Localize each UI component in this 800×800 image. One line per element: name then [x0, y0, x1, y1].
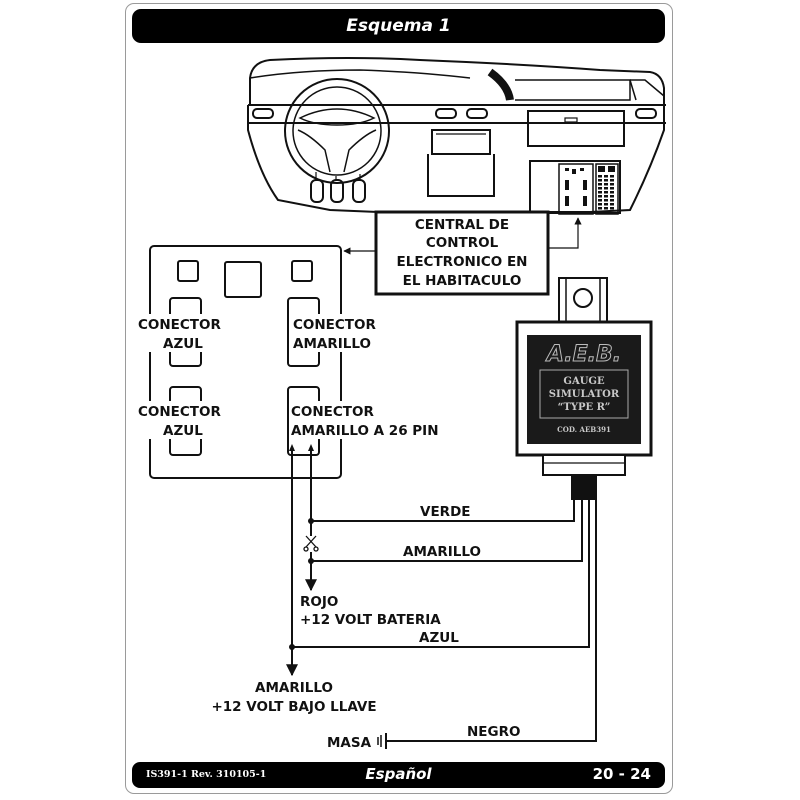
- central-pointer: [548, 217, 582, 249]
- dashboard-illustration: [247, 57, 666, 215]
- fuse-slot: [598, 199, 602, 202]
- central-control-box: CENTRAL DE CONTROL ELECTRONICO EN EL HAB…: [374, 210, 550, 296]
- device-code: COD. AEB391: [557, 425, 611, 434]
- fuse-slot: [604, 179, 608, 182]
- fuse-slot: [610, 203, 614, 206]
- wire-label-amarillo: AMARILLO: [403, 544, 481, 560]
- fuse-slot: [598, 179, 602, 182]
- wire-label-rojo: ROJO: [300, 594, 338, 610]
- fuse-slot: [610, 191, 614, 194]
- connector-panel: [149, 245, 342, 479]
- connector-label-bg: [138, 314, 470, 439]
- wire-label-azul: AZUL: [419, 630, 459, 646]
- fuse-slot: [604, 191, 608, 194]
- footer-bar: IS391-1 Rev. 310105-1 Español 20 - 24: [132, 762, 665, 788]
- fuse-slot: [610, 179, 614, 182]
- device-brand: A.E.B.: [545, 342, 621, 367]
- fuse-slot: [604, 207, 608, 210]
- wiring: [286, 449, 597, 742]
- device-name-line: GAUGE: [563, 376, 605, 387]
- fuse-slot: [598, 175, 602, 178]
- central-label-line: ELECTRONICO EN: [397, 254, 528, 270]
- device-name-line: SIMULATOR: [549, 389, 620, 400]
- footer-language: Español: [365, 765, 432, 783]
- central-label-line: CONTROL: [426, 235, 499, 251]
- central-label-line: EL HABITACULO: [403, 273, 522, 289]
- connector-bottom-left-label: CONECTOR: [138, 404, 221, 420]
- header-bar: Esquema 1: [132, 9, 665, 43]
- fuse-slot: [610, 187, 614, 190]
- fuse-box-detail: [565, 166, 615, 210]
- wire-label-bateria: +12 VOLT BATERIA: [300, 612, 441, 628]
- junction-dots: [289, 518, 314, 650]
- page-title: Esquema 1: [346, 16, 451, 36]
- fuse-slot: [598, 191, 602, 194]
- connector-top-right-label: AMARILLO: [293, 336, 371, 352]
- scissors-icon: [303, 535, 319, 552]
- fuse-slot: [610, 207, 614, 210]
- fuse-slot: [610, 175, 614, 178]
- connector-top-right-label: CONECTOR: [293, 317, 376, 333]
- fuse-slot: [598, 187, 602, 190]
- fuse-slot: [598, 195, 602, 198]
- fuse-slot: [604, 175, 608, 178]
- wire-label-amarillo-llave: AMARILLO: [255, 680, 333, 696]
- fuse-slot: [598, 183, 602, 186]
- connector-bottom-right-label: AMARILLO A 26 PIN: [291, 423, 439, 439]
- wire-label-negro: NEGRO: [467, 724, 520, 740]
- central-label-line: CENTRAL DE: [415, 217, 509, 233]
- wire-label-verde: VERDE: [420, 504, 471, 520]
- fuse-slot: [610, 199, 614, 202]
- ground-label-masa: MASA: [327, 735, 372, 751]
- connector-top-left-label: CONECTOR: [138, 317, 221, 333]
- device-name-line: “TYPE R”: [558, 402, 611, 413]
- fuse-slot: [610, 183, 614, 186]
- connector-bottom-right-label: CONECTOR: [291, 404, 374, 420]
- fuse-slot: [604, 195, 608, 198]
- document-code: IS391-1 Rev. 310105-1: [146, 769, 267, 780]
- fuse-slot: [598, 203, 602, 206]
- wire-label-bajo-llave: +12 VOLT BAJO LLAVE: [211, 699, 376, 715]
- pin-arrows: [289, 444, 314, 451]
- fuse-slot: [604, 203, 608, 206]
- fuse-slot: [604, 199, 608, 202]
- connector-bottom-left-label: AZUL: [163, 423, 203, 439]
- fuse-slot: [604, 187, 608, 190]
- fuse-slot: [610, 195, 614, 198]
- ground-icon: [377, 733, 387, 749]
- fuse-slot: [598, 207, 602, 210]
- gauge-simulator-device: A.E.B. GAUGE SIMULATOR “TYPE R” COD. AEB…: [515, 277, 653, 500]
- fuse-slot: [604, 183, 608, 186]
- connector-top-left-label: AZUL: [163, 336, 203, 352]
- page-range: 20 - 24: [592, 765, 651, 783]
